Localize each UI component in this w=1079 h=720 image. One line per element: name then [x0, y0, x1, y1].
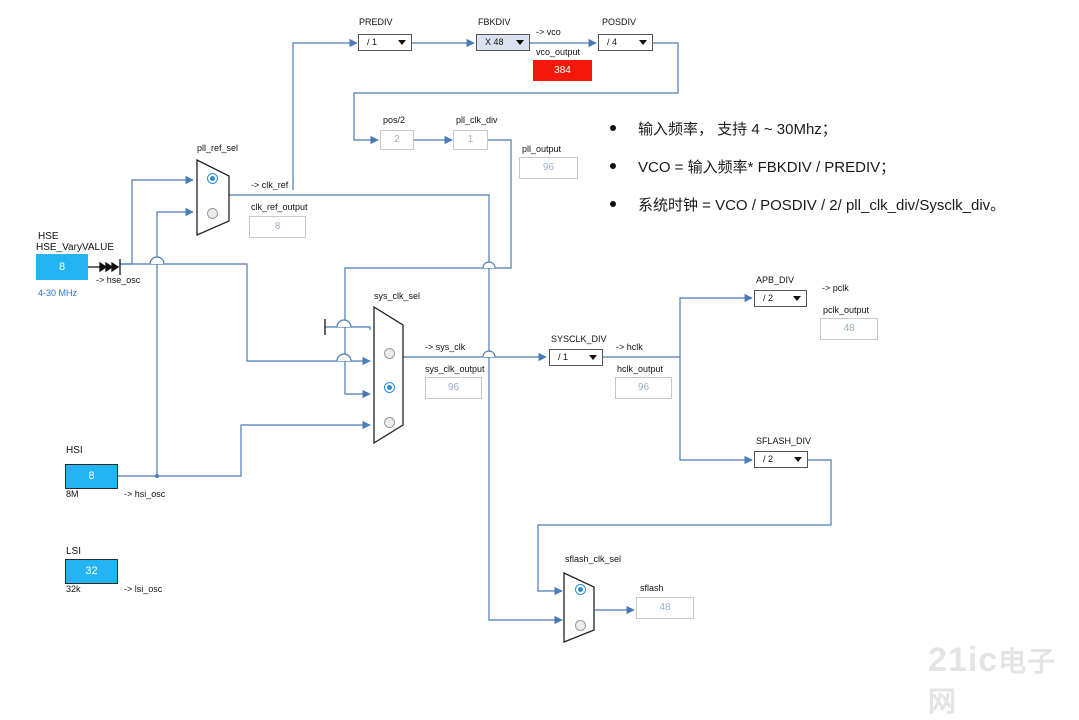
sflash-div-value: / 2	[763, 454, 774, 464]
hsi-freq-label: 8M	[66, 489, 79, 499]
posdiv-value: / 4	[607, 37, 618, 47]
pll-clk-div-value: 1	[453, 130, 488, 150]
apb-div-label: APB_DIV	[756, 275, 795, 285]
pll-clk-div-label: pll_clk_div	[456, 115, 498, 125]
wire-to-apbdiv	[679, 293, 753, 357]
pos2-value: 2	[380, 130, 414, 150]
watermark-main: 21ic	[928, 641, 999, 679]
note-text: VCO = 输入频率* FBKDIV / PREDIV；	[638, 159, 896, 176]
chevron-down-icon	[793, 296, 801, 301]
sys-clk-sel-label: sys_clk_sel	[374, 291, 421, 301]
prediv-label: PREDIV	[359, 17, 393, 27]
vco-signal-label: -> vco	[536, 27, 561, 37]
wire-unused-input	[325, 326, 371, 330]
bullet-icon	[610, 201, 616, 208]
sflash-clk-sel-mux	[563, 571, 595, 643]
hsi-value-display: 8	[65, 464, 118, 489]
prediv-select[interactable]: / 1	[358, 34, 412, 51]
sys-clk-signal-label: -> sys_clk	[425, 342, 466, 352]
sflash-clk-sel-label: sflash_clk_sel	[565, 554, 622, 564]
pclk-output-label: pclk_output	[823, 305, 870, 315]
fbkdiv-select[interactable]: X 48	[476, 34, 530, 51]
wire-hse-to-sysclksel	[120, 263, 371, 366]
note-text: 系统时钟 = VCO / POSDIV / 2/ pll_clk_div/Sys…	[638, 197, 1006, 214]
pll-ref-sel-label: pll_ref_sel	[197, 143, 239, 153]
chevron-down-icon	[794, 457, 802, 462]
sys-clk-sel-radio-pll[interactable]	[384, 382, 395, 393]
pclk-signal-label: -> pclk	[822, 283, 849, 293]
wire-clkref-to-prediv	[292, 38, 358, 190]
wire-sflashdiv-to-sflashsel	[537, 459, 832, 596]
hsi-osc-signal-label: -> hsi_osc	[124, 489, 166, 499]
hse-value-input[interactable]: 8	[36, 254, 88, 280]
bullet-icon	[610, 163, 616, 170]
sflash-label: sflash	[640, 583, 664, 593]
sflash-clk-sel-radio-div[interactable]	[575, 584, 586, 595]
pll-ref-sel-radio-hse[interactable]	[207, 173, 218, 184]
lsi-value-display: 32	[65, 559, 118, 584]
vco-output-label: vco_output	[536, 47, 581, 57]
clk-ref-output-label: clk_ref_output	[251, 202, 308, 212]
wiring-diagram	[88, 38, 832, 643]
clk-ref-output-value: 8	[249, 216, 306, 238]
note-text: 输入频率， 支持 4 ~ 30Mhz；	[638, 121, 837, 138]
sys-clk-sel-radio-hsi[interactable]	[384, 417, 395, 428]
pll-output-label: pll_output	[522, 144, 562, 154]
wire-to-sflashdiv	[679, 357, 753, 465]
pclk-output-value: 48	[820, 318, 878, 340]
hclk-output-value: 96	[615, 377, 672, 399]
apb-div-value: / 2	[763, 293, 774, 303]
hclk-output-label: hclk_output	[617, 364, 664, 374]
note-item: 系统时钟 = VCO / POSDIV / 2/ pll_clk_div/Sys…	[610, 194, 1005, 215]
lsi-freq-label: 32k	[66, 584, 81, 594]
pll-ref-sel-mux	[196, 158, 230, 236]
pll-output-value: 96	[519, 157, 578, 179]
hse-vary-value-label: HSE_VaryVALUE	[36, 242, 114, 253]
pll-ref-sel-radio-hsi[interactable]	[207, 208, 218, 219]
wire-posdiv-loop	[353, 42, 679, 145]
chevron-down-icon	[589, 355, 597, 360]
sflash-clk-sel-radio-clkref[interactable]	[575, 620, 586, 631]
bullet-icon	[610, 125, 616, 132]
sflash-div-label: SFLASH_DIV	[756, 436, 812, 446]
sflash-value: 48	[636, 597, 694, 619]
chevron-down-icon	[398, 40, 406, 45]
posdiv-label: POSDIV	[602, 17, 637, 27]
wire-pllout-to-sysclksel	[344, 139, 512, 399]
sysclk-div-select[interactable]: / 1	[549, 349, 603, 366]
clk-ref-signal-label: -> clk_ref	[251, 180, 289, 190]
lsi-osc-signal-label: -> lsi_osc	[124, 584, 163, 594]
sflash-div-select[interactable]: / 2	[754, 451, 808, 468]
wire-hsi-to-pllrefsel	[156, 207, 194, 476]
watermark-logo: 21ic电子网	[928, 640, 1079, 720]
hse-range-label: 4-30 MHz	[38, 288, 78, 298]
sys-clk-sel-mux	[373, 305, 404, 445]
prediv-value: / 1	[367, 37, 378, 47]
sys-clk-sel-radio-hse[interactable]	[384, 348, 395, 359]
hclk-signal-label: -> hclk	[616, 342, 643, 352]
apb-div-select[interactable]: / 2	[754, 290, 807, 307]
sysclk-div-value: / 1	[558, 352, 569, 362]
sys-clk-output-label: sys_clk_output	[425, 364, 485, 374]
hsi-label: HSI	[66, 445, 83, 456]
note-item: VCO = 输入频率* FBKDIV / PREDIV；	[610, 156, 895, 177]
hse-osc-signal-label: -> hse_osc	[96, 275, 141, 285]
pos2-label: pos/2	[383, 115, 406, 125]
sys-clk-output-value: 96	[425, 377, 482, 399]
chevron-down-icon	[639, 40, 647, 45]
fbkdiv-value: X 48	[485, 37, 504, 47]
chevron-down-icon	[516, 40, 524, 45]
vco-output-value: 384	[533, 60, 592, 81]
note-item: 输入频率， 支持 4 ~ 30Mhz；	[610, 118, 837, 139]
wire-hsi-to-sysclksel	[118, 420, 371, 477]
fbkdiv-label: FBKDIV	[478, 17, 511, 27]
posdiv-select[interactable]: / 4	[598, 34, 653, 51]
wire-clkref-to-sflashsel	[229, 194, 563, 625]
lsi-label: LSI	[66, 546, 82, 557]
sysclk-div-label: SYSCLK_DIV	[551, 334, 607, 344]
hse-label: HSE	[38, 231, 59, 242]
